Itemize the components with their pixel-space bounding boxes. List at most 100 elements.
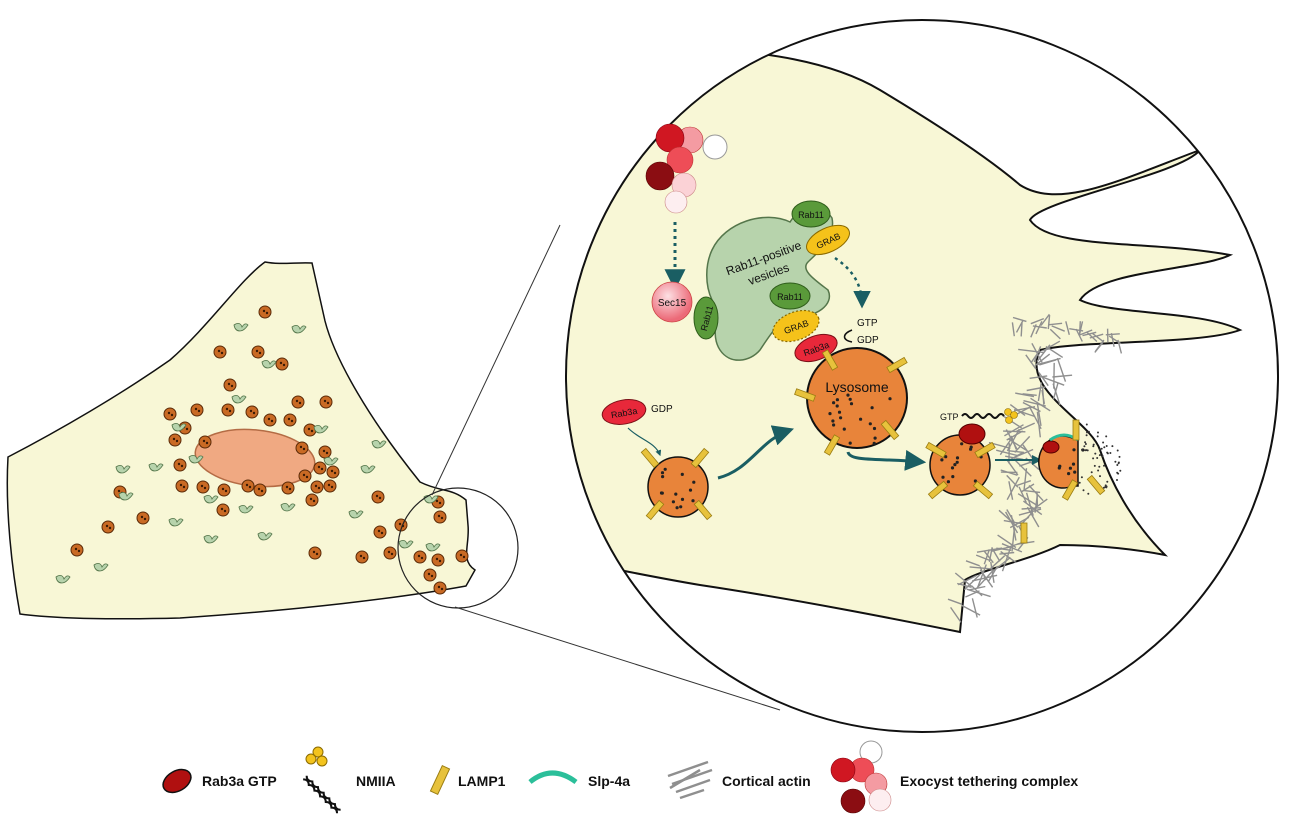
rab3a-to-lysosome-arrow xyxy=(627,427,662,457)
transport-arrow xyxy=(846,449,927,471)
small-lysosome xyxy=(455,549,469,563)
small-lysosome xyxy=(245,405,259,419)
svg-text:Rab3a: Rab3a xyxy=(610,406,638,420)
svg-text:LAMP1: LAMP1 xyxy=(458,773,506,789)
small-lysosome xyxy=(196,480,210,494)
small-lysosome xyxy=(168,433,182,447)
zoom-line-top xyxy=(431,224,561,496)
lysosome-small-left xyxy=(647,456,709,518)
rab11-protein-top: Rab11 xyxy=(791,200,831,228)
small-vesicle xyxy=(171,423,187,432)
grab-protein-top: GRAB xyxy=(806,224,850,256)
small-vesicle xyxy=(257,532,273,541)
small-vesicle xyxy=(203,535,219,544)
small-lysosome xyxy=(423,568,437,582)
small-lysosome xyxy=(313,461,327,475)
gtp-gdp-exchange-arrow xyxy=(843,329,853,343)
small-lysosome xyxy=(190,403,204,417)
small-vesicle xyxy=(233,323,249,332)
small-lysosome xyxy=(371,490,385,504)
small-vesicle xyxy=(323,457,339,466)
small-lysosome xyxy=(263,413,277,427)
small-lysosome xyxy=(433,581,447,595)
legend: Rab3a GTP NMIIA LAMP1 Slp-4a xyxy=(162,740,1078,814)
small-vesicle xyxy=(231,395,247,404)
small-lysosome xyxy=(70,543,84,557)
small-lysosome xyxy=(373,525,387,539)
small-vesicle xyxy=(291,325,307,334)
small-vesicle xyxy=(425,543,441,552)
small-lysosome xyxy=(308,546,322,560)
lamp1-icon xyxy=(429,764,451,796)
gdp-label-top: GDP xyxy=(857,335,879,346)
small-lysosome xyxy=(198,435,212,449)
small-lysosome xyxy=(323,479,337,493)
exocyst-icon xyxy=(830,740,892,814)
small-lysosome xyxy=(310,480,324,494)
small-lysosome xyxy=(173,458,187,472)
whole-cell xyxy=(6,261,519,620)
small-lysosome xyxy=(431,553,445,567)
lysosome-label: Lysosome xyxy=(825,379,889,395)
svg-text:Rab11: Rab11 xyxy=(777,292,803,302)
legend-item-cortical-actin: Cortical actin xyxy=(667,760,811,800)
small-vesicle xyxy=(261,360,277,369)
svg-text:Exocyst tethering complex: Exocyst tethering complex xyxy=(900,773,1078,789)
legend-item-rab3a-gtp: Rab3a GTP xyxy=(162,768,277,794)
legend-item-lamp1: LAMP1 xyxy=(429,764,506,796)
small-lysosome xyxy=(355,550,369,564)
small-lysosome xyxy=(101,520,115,534)
rab11-protein-left: Rab11 xyxy=(693,296,719,340)
cell-vesicles xyxy=(55,323,441,584)
legend-item-exocyst: Exocyst tethering complex xyxy=(830,740,1078,814)
small-vesicle xyxy=(423,495,439,504)
lamp1-sticks xyxy=(640,349,1106,544)
small-lysosome xyxy=(221,403,235,417)
small-lysosome xyxy=(213,345,227,359)
small-lysosome xyxy=(223,378,237,392)
small-lysosome xyxy=(291,395,305,409)
small-lysosome xyxy=(281,481,295,495)
rab3a-gdp-free: Rab3a xyxy=(601,399,647,425)
small-vesicle xyxy=(115,465,131,474)
small-lysosome xyxy=(253,483,267,497)
gtp-label-top: GTP xyxy=(857,318,878,329)
svg-text:Slp-4a: Slp-4a xyxy=(588,773,630,789)
small-lysosome xyxy=(175,479,189,493)
zoom-circle-border xyxy=(565,19,1279,733)
small-lysosome xyxy=(318,445,332,459)
small-vesicle xyxy=(360,465,376,474)
rab11-protein-lower: Rab11 xyxy=(769,282,811,310)
cortical-actin-icon xyxy=(667,760,713,800)
svg-text:NMIIA: NMIIA xyxy=(356,773,396,789)
lysosome-maturation-arrow xyxy=(717,425,794,480)
cell-lysosomes xyxy=(70,305,469,595)
small-vesicle xyxy=(398,540,414,549)
rab3a-gtp-icon xyxy=(162,768,192,794)
small-vesicle xyxy=(168,518,184,527)
small-lysosome xyxy=(217,483,231,497)
small-vesicle xyxy=(313,425,329,434)
gdp-label-free: GDP xyxy=(651,404,673,415)
small-lysosome xyxy=(326,465,340,479)
legend-item-slp4a: Slp-4a xyxy=(528,770,630,789)
small-vesicle xyxy=(55,575,71,584)
grab-to-rab3a-arrow xyxy=(834,256,871,309)
svg-text:Rab3a GTP: Rab3a GTP xyxy=(202,773,277,789)
sec15-label: Sec15 xyxy=(658,298,687,309)
small-vesicle xyxy=(348,510,364,519)
small-lysosome xyxy=(305,493,319,507)
small-vesicle xyxy=(93,563,109,572)
small-lysosome xyxy=(283,413,297,427)
small-vesicle xyxy=(203,495,219,504)
small-lysosome xyxy=(295,441,309,455)
small-lysosome xyxy=(216,503,230,517)
small-lysosome xyxy=(303,423,317,437)
small-vesicle xyxy=(371,440,387,449)
exocyst-complex xyxy=(645,123,728,214)
small-vesicle xyxy=(238,505,254,514)
small-lysosome xyxy=(383,546,397,560)
small-lysosome xyxy=(136,511,150,525)
small-lysosome xyxy=(163,407,177,421)
